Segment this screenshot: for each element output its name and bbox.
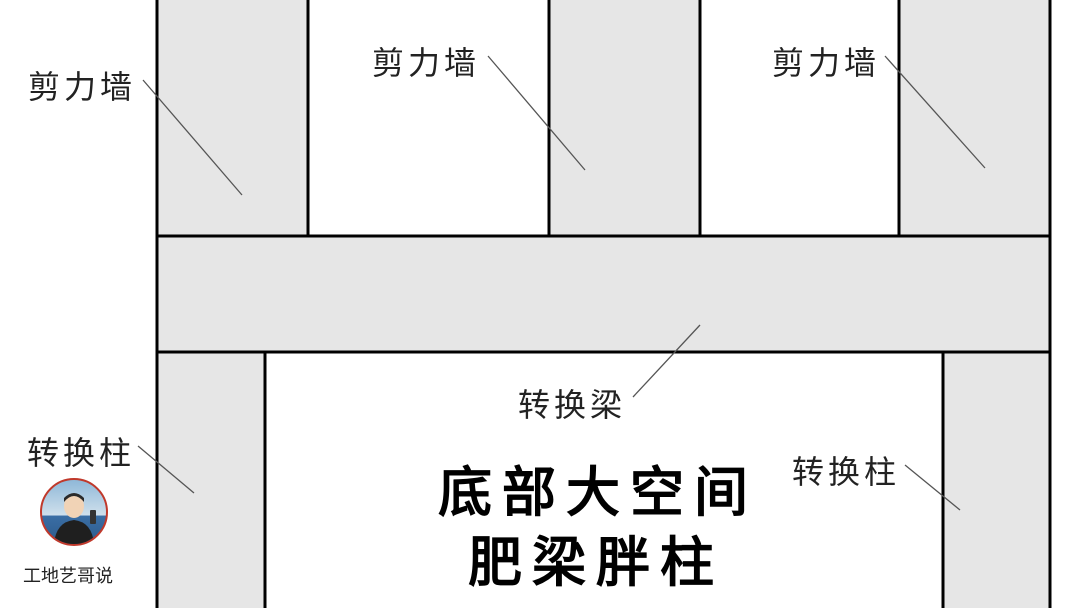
label-transfer-column-left: 转换柱 — [27, 434, 136, 472]
shear-wall-panel-mid — [547, 0, 702, 238]
author-name: 工地艺哥说 — [23, 566, 113, 587]
leader-line-transfer-beam — [632, 324, 701, 398]
shear-wall-panel-left — [155, 0, 310, 238]
label-shear-wall-left: 剪力墙 — [28, 68, 137, 106]
opening-panel-2 — [698, 0, 901, 238]
leader-line-column-right — [904, 464, 961, 511]
label-transfer-column-right: 转换柱 — [792, 453, 901, 491]
opening-panel-1 — [306, 0, 551, 238]
transfer-column-panel-left — [155, 350, 267, 608]
leader-line-shear-wall-left — [142, 79, 243, 196]
transfer-beam-panel — [155, 234, 1052, 354]
label-shear-wall-mid: 剪力墙 — [372, 44, 481, 82]
leader-line-column-left — [137, 445, 195, 494]
bottom-space-panel — [155, 350, 1052, 608]
label-transfer-beam: 转换梁 — [518, 386, 627, 424]
title-line-1: 底部大空间 — [438, 460, 758, 524]
avatar — [40, 478, 108, 546]
label-shear-wall-right: 剪力墙 — [772, 44, 881, 82]
shear-wall-panel-right — [897, 0, 1052, 238]
leader-line-shear-wall-mid — [487, 55, 586, 171]
leader-line-shear-wall-right — [884, 55, 986, 169]
transfer-column-panel-right — [941, 350, 1052, 608]
person-icon — [54, 493, 96, 544]
title-line-2: 肥梁胖柱 — [468, 530, 724, 594]
